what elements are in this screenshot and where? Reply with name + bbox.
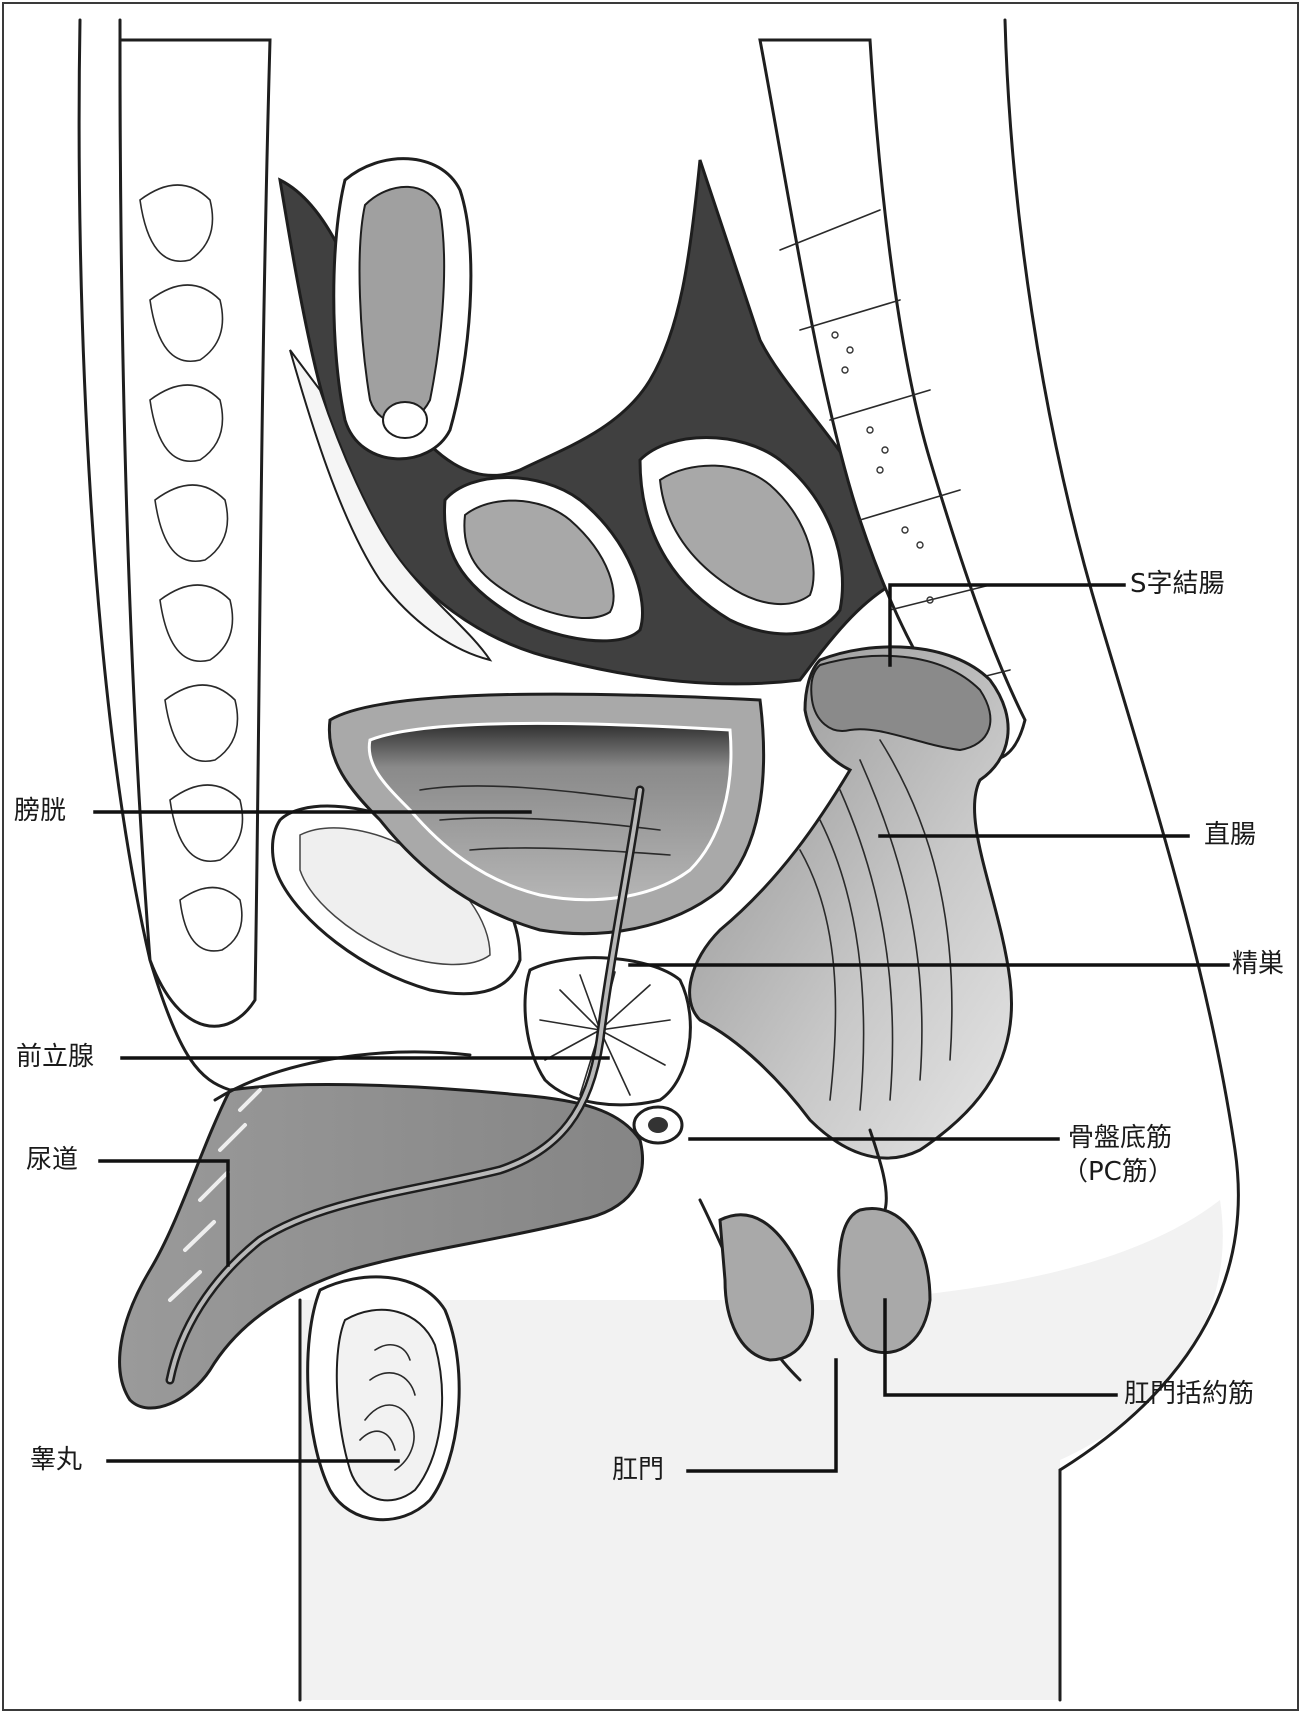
label-anus: 肛門 xyxy=(612,1455,664,1485)
leader-anal-sphincter xyxy=(885,1300,1116,1395)
leader-anus xyxy=(688,1360,836,1471)
label-pc-muscle: （PC筋） xyxy=(1062,1157,1174,1187)
label-urethra: 尿道 xyxy=(26,1145,78,1175)
label-sigmoid-colon: S字結腸 xyxy=(1130,569,1225,599)
label-prostate: 前立腺 xyxy=(16,1042,94,1072)
leader-sigmoid-colon xyxy=(890,585,1124,665)
label-bladder: 膀胱 xyxy=(14,796,66,826)
label-rectum: 直腸 xyxy=(1204,820,1256,850)
label-anal-sphincter: 肛門括約筋 xyxy=(1124,1379,1254,1409)
label-seminal-vesicle: 精巣 xyxy=(1232,949,1284,979)
label-pelvic-floor-muscle: 骨盤底筋 xyxy=(1068,1123,1172,1153)
label-testis: 睾丸 xyxy=(30,1445,82,1475)
leader-urethra xyxy=(100,1161,228,1265)
